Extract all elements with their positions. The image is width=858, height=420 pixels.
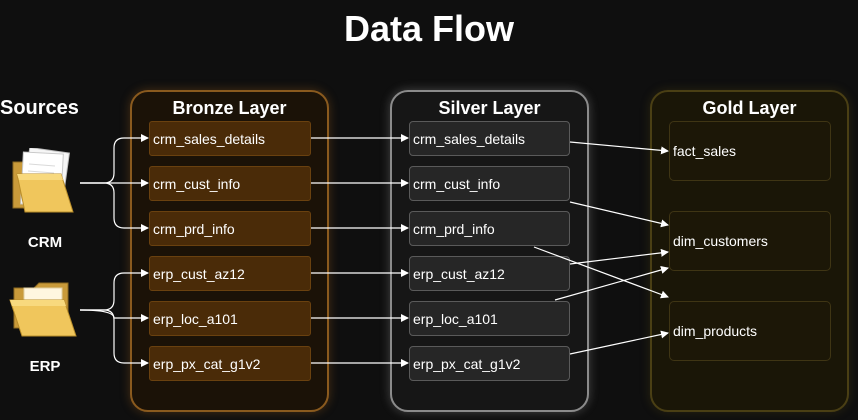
gold-table-dim-customers[interactable]: dim_customers [669,211,831,271]
bronze-layer-title: Bronze Layer [172,98,287,118]
open-folder-icon [9,282,77,337]
source-crm-label: CRM [27,234,63,251]
flow-crm-to-crm-sales-details [80,134,149,184]
page-title: Data Flow [343,8,514,49]
bronze-table-crm-cust-info[interactable]: crm_cust_info [149,166,311,201]
flow-erp-to-erp-cust-az12 [80,269,149,311]
silver-table-crm-cust-info[interactable]: crm_cust_info [409,166,570,201]
bronze-table-crm-prd-info[interactable]: crm_prd_info [149,211,311,246]
gold-table-fact-sales[interactable]: fact_sales [669,121,831,181]
flow-silver-gold-prd-info [533,246,669,299]
bronze-table-erp-loc-a101[interactable]: erp_loc_a101 [149,301,311,336]
flow-silver-gold-erp-px-cat-g1v2 [569,330,669,355]
flow-crm-to-crm-prd-info [80,182,149,232]
flow-silver-gold-cust-info [569,201,669,228]
silver-table-crm-prd-info[interactable]: crm_prd_info [409,211,570,246]
silver-table-erp-loc-a101[interactable]: erp_loc_a101 [409,301,570,336]
sources-heading: Sources [0,97,79,119]
silver-table-erp-px-cat-g1v2[interactable]: erp_px_cat_g1v2 [409,346,570,381]
source-erp-label: ERP [29,358,61,375]
silver-table-crm-sales-details[interactable]: crm_sales_details [409,121,570,156]
bronze-table-crm-sales-details[interactable]: crm_sales_details [149,121,311,156]
silver-table-erp-cust-az12[interactable]: erp_cust_az12 [409,256,570,291]
bronze-table-erp-cust-az12[interactable]: erp_cust_az12 [149,256,311,291]
flow-silver-gold-erp-loc-a101 [554,266,669,301]
gold-layer-title: Gold Layer [702,98,797,118]
bronze-table-erp-px-cat-g1v2[interactable]: erp_px_cat_g1v2 [149,346,311,381]
folder-with-documents-icon [12,148,74,213]
silver-layer-title: Silver Layer [438,98,541,118]
flow-silver-gold-fact-sales [569,141,669,155]
flow-silver-gold-erp-cust-az12 [569,248,669,265]
flow-erp-to-erp-px-cat-g1v2 [80,309,149,367]
gold-table-dim-products[interactable]: dim_products [669,301,831,361]
